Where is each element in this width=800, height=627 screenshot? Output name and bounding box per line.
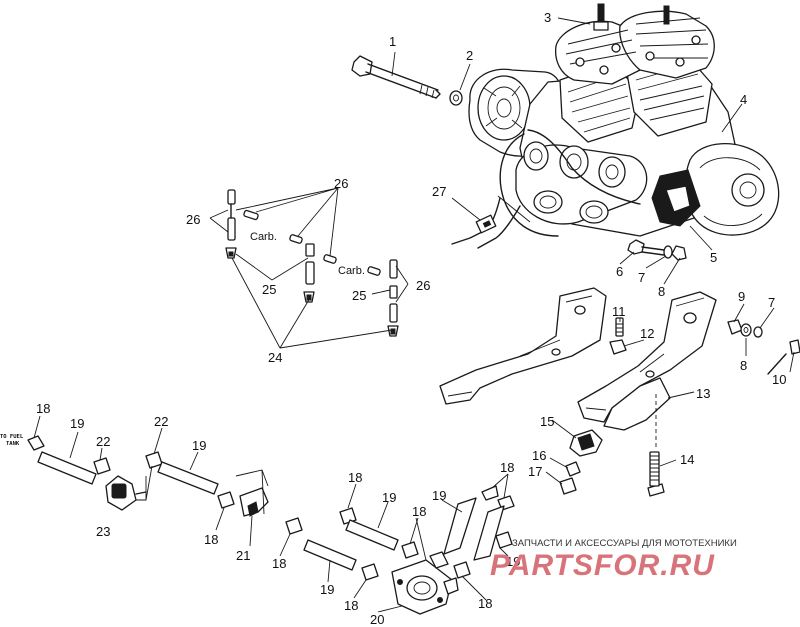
carb-label: Carb. <box>338 265 365 277</box>
watermark: ЗАПЧАСТИ И АКСЕССУАРЫ ДЛЯ МОТОТЕХНИКИ PA… <box>490 538 737 582</box>
watermark-tagline: ЗАПЧАСТИ И АКСЕССУАРЫ ДЛЯ МОТОТЕХНИКИ <box>512 538 737 549</box>
callout-18: 18 <box>272 556 286 571</box>
callout-13: 13 <box>696 386 710 401</box>
callout-26: 26 <box>186 212 200 227</box>
callout-19: 19 <box>506 554 520 569</box>
mount-bolt-set <box>627 239 687 261</box>
to-fuel-tank-label: TO FUEL <box>0 434 24 440</box>
leader-lines <box>33 17 795 613</box>
to-fuel-tank-label-line2: TANK <box>6 441 20 447</box>
callout-18: 18 <box>36 401 50 416</box>
callout-14: 14 <box>680 452 694 467</box>
callout-27: 27 <box>432 184 446 199</box>
callout-20: 20 <box>370 612 384 627</box>
vent-hose-assembly <box>225 189 399 337</box>
callout-25: 25 <box>262 282 276 297</box>
callout-19: 19 <box>382 490 396 505</box>
callout-12: 12 <box>640 326 654 341</box>
callout-2: 2 <box>466 48 473 63</box>
washer <box>449 90 463 106</box>
callout-8: 8 <box>740 358 747 373</box>
long-bolt <box>351 55 441 99</box>
callout-18: 18 <box>348 470 362 485</box>
engine-mount-brackets <box>439 287 800 497</box>
watermark-brand: PARTSFOR.RU <box>490 549 715 582</box>
callout-22: 22 <box>96 434 110 449</box>
callout-21: 21 <box>236 548 250 563</box>
callout-1: 1 <box>389 34 396 49</box>
callout-18: 18 <box>412 504 426 519</box>
callout-18: 18 <box>204 532 218 547</box>
callout-5: 5 <box>710 250 717 265</box>
callout-6: 6 <box>616 264 623 279</box>
callout-15: 15 <box>540 414 554 429</box>
callout-4: 4 <box>740 92 747 107</box>
callout-18: 18 <box>478 596 492 611</box>
callout-10: 10 <box>772 372 786 387</box>
callout-25: 25 <box>352 288 366 303</box>
callout-24: 24 <box>268 350 282 365</box>
callout-8: 8 <box>658 284 665 299</box>
callout-19: 19 <box>70 416 84 431</box>
callout-11: 11 <box>612 304 626 319</box>
callout-3: 3 <box>544 10 551 25</box>
carb-label: Carb. <box>250 231 277 243</box>
callout-7: 7 <box>638 270 645 285</box>
callout-18: 18 <box>344 598 358 613</box>
callout-26: 26 <box>334 176 348 191</box>
callout-17: 17 <box>528 464 542 479</box>
callout-7: 7 <box>768 295 775 310</box>
callout-22: 22 <box>154 414 168 429</box>
callout-16: 16 <box>532 448 546 463</box>
callout-numbers: 1 2 3 4 5 6 7 8 9 7 8 10 11 12 13 14 15 … <box>36 10 786 627</box>
callout-26: 26 <box>416 278 430 293</box>
callout-19: 19 <box>320 582 334 597</box>
callout-19: 19 <box>192 438 206 453</box>
engine-assembly <box>451 3 780 249</box>
callout-18: 18 <box>500 460 514 475</box>
callout-23: 23 <box>96 524 110 539</box>
annotation-labels: Carb. Carb. TO FUEL TANK <box>0 231 365 447</box>
fuel-system <box>27 435 515 615</box>
callout-19: 19 <box>432 488 446 503</box>
callout-9: 9 <box>738 289 745 304</box>
